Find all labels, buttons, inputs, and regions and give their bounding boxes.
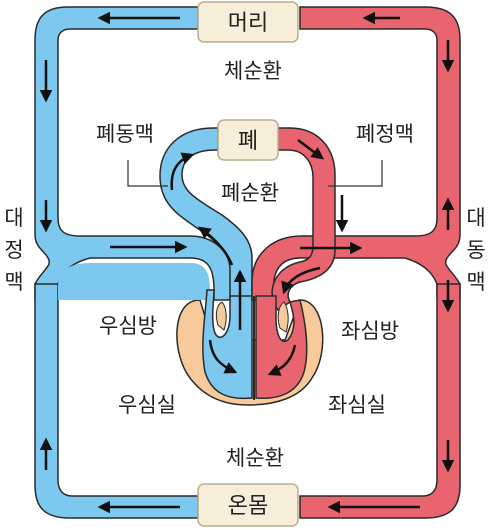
- pulmonary-vein-label: 폐정맥: [356, 122, 414, 146]
- arrow-left-atrium-in: [281, 266, 321, 295]
- arrow-pulmonary-loop-top: [170, 152, 195, 191]
- arrow-left-ventricle-down: [267, 344, 297, 376]
- vena-cava-char-3: 맥: [4, 270, 23, 294]
- left-valve: [277, 301, 289, 333]
- arrow-pulmonary-vein-top: [297, 139, 324, 160]
- head-box: 머리: [197, 1, 299, 43]
- aorta-label: 대 동 맥: [466, 206, 485, 294]
- systemic-circulation-top-label: 체순환: [224, 59, 282, 83]
- lung-box: 폐: [217, 119, 279, 161]
- right-valve: [215, 301, 227, 331]
- body-label: 온몸: [228, 494, 268, 519]
- pulmonary-circulation-label: 폐순환: [221, 181, 279, 205]
- left-atrium-label: 좌심방: [341, 319, 399, 343]
- arrow-right-atrium-down: [208, 339, 238, 374]
- vena-cava-char-2: 정: [4, 238, 23, 262]
- pulmonary-vein-leader: [328, 160, 383, 187]
- upper-vena-cava-vessel: [34, 6, 237, 301]
- head-label: 머리: [228, 11, 268, 36]
- aorta-char-1: 대: [466, 206, 485, 230]
- flow-arrows: [39, 11, 455, 514]
- arrow-pulmonary-artery-up: [197, 226, 234, 266]
- right-atrium-label: 우심방: [99, 314, 157, 338]
- aorta-char-3: 맥: [466, 270, 485, 294]
- left-ventricle-label: 좌심실: [328, 393, 386, 417]
- inferior-vein-junction: [58, 263, 214, 300]
- aorta-char-2: 동: [466, 238, 485, 262]
- vena-cava-char-1: 대: [4, 206, 23, 230]
- lung-label: 폐: [238, 129, 258, 154]
- aorta-upper-vessel: [251, 6, 461, 301]
- vena-cava-label: 대 정 맥: [4, 206, 23, 294]
- pulmonary-artery-leader: [127, 160, 168, 187]
- pulmonary-artery-label: 폐동맥: [96, 122, 154, 146]
- systemic-circulation-bottom-label: 체순환: [226, 446, 284, 470]
- right-ventricle-label: 우심실: [118, 393, 176, 417]
- pulmonary-vein-vessel: [271, 127, 336, 312]
- arterial-vessels: [251, 6, 461, 519]
- venous-vessels: [34, 6, 253, 519]
- body-box: 온몸: [197, 483, 299, 527]
